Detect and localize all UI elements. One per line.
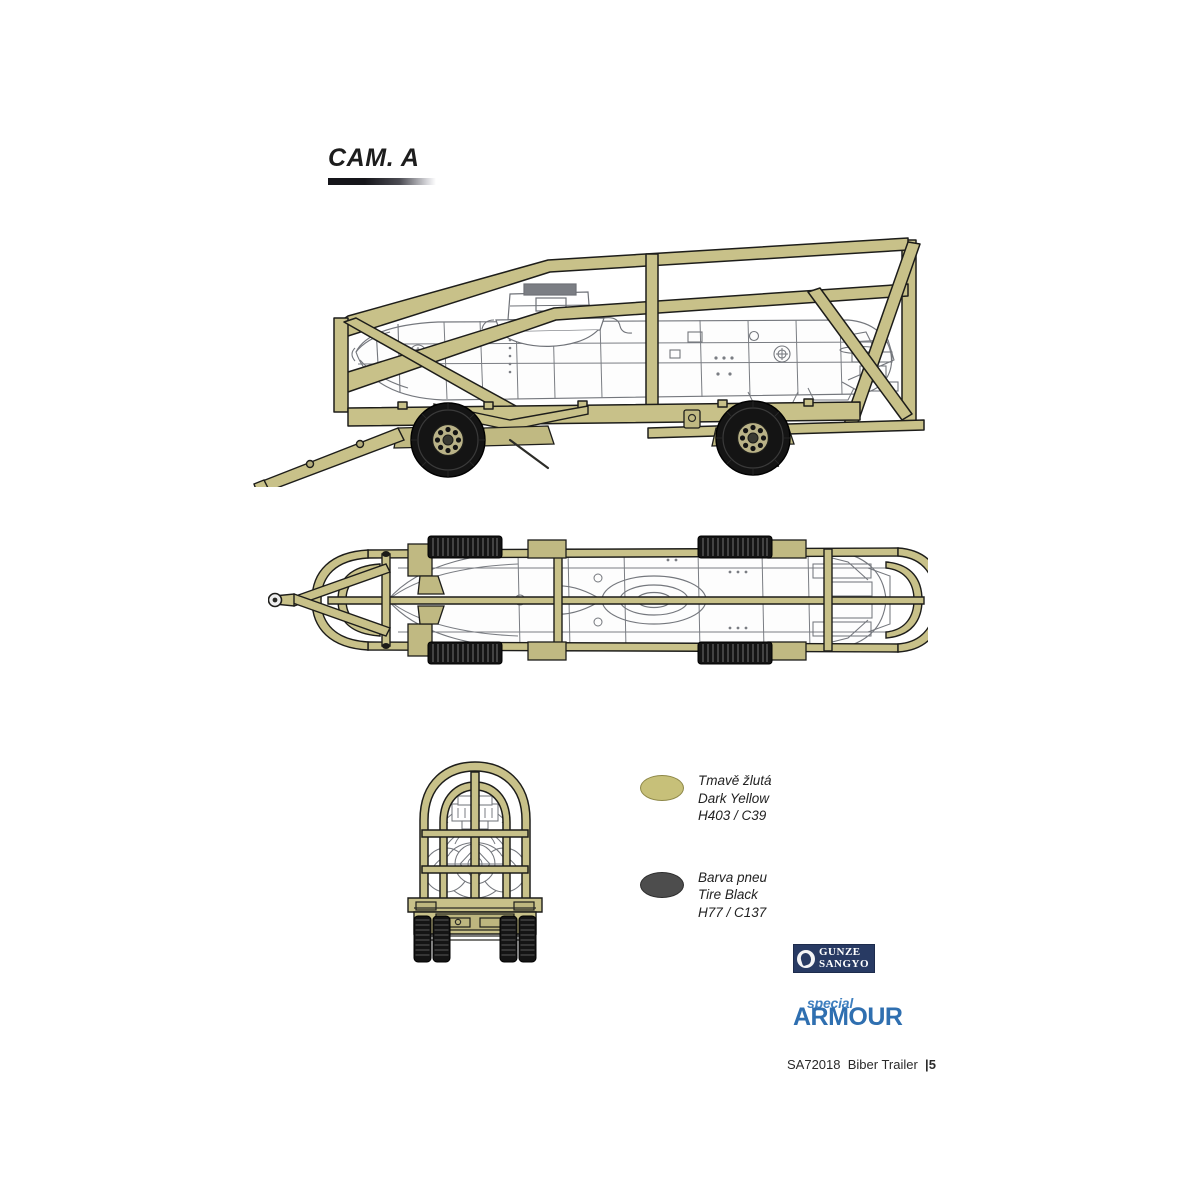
legend-item-text: Tmavě žlutá Dark Yellow H403 / C39: [698, 772, 772, 825]
gunze-logo-box: GUNZE SANGYO: [793, 944, 876, 973]
rear-view-drawing: [400, 752, 550, 964]
dark-yellow-swatch: [640, 775, 684, 801]
page-separator: |: [925, 1057, 929, 1072]
legend-name-cs: Barva pneu: [698, 869, 768, 885]
footer: SA72018 Biber Trailer |5: [787, 1057, 936, 1072]
color-legend: Tmavě žlutá Dark Yellow H403 / C39 Barva…: [640, 772, 840, 921]
legend-name-en: Dark Yellow: [698, 790, 770, 806]
legend-name-cs: Tmavě žlutá: [698, 773, 772, 788]
side-view-drawing: [248, 232, 948, 487]
title-underline-bar: [328, 178, 436, 185]
special-armour-main-word: ARMOUR: [793, 1003, 903, 1031]
legend-item-text: Barva pneu Tire Black H77 / C137: [698, 869, 767, 922]
special-armour-logo: special ARMOUR: [793, 996, 903, 1030]
gunze-line-1: GUNZE: [819, 946, 861, 958]
page-title: CAM. A: [328, 144, 420, 172]
legend-paint-codes: H403 / C39: [698, 808, 767, 823]
top-view-drawing: [268, 520, 928, 680]
special-armour-top-word: special: [807, 995, 854, 1011]
kit-name: Biber Trailer: [847, 1057, 918, 1072]
legend-item: Tmavě žlutá Dark Yellow H403 / C39: [640, 772, 840, 825]
gunze-sangyo-logo: GUNZE SANGYO: [793, 944, 876, 973]
gunze-logo-text: GUNZE SANGYO: [819, 946, 870, 970]
gunze-mark-icon: [797, 949, 815, 968]
legend-item: Barva pneu Tire Black H77 / C137: [640, 869, 840, 922]
gunze-line-2: SANGYO: [819, 957, 870, 970]
legend-paint-codes: H77 / C137: [698, 904, 767, 920]
kit-code: SA72018: [787, 1057, 841, 1072]
page-number: 5: [928, 1057, 936, 1072]
camouflage-scheme-heading: CAM. A: [328, 146, 436, 185]
legend-name-en: Tire Black: [698, 887, 758, 902]
tire-black-swatch: [640, 871, 684, 898]
